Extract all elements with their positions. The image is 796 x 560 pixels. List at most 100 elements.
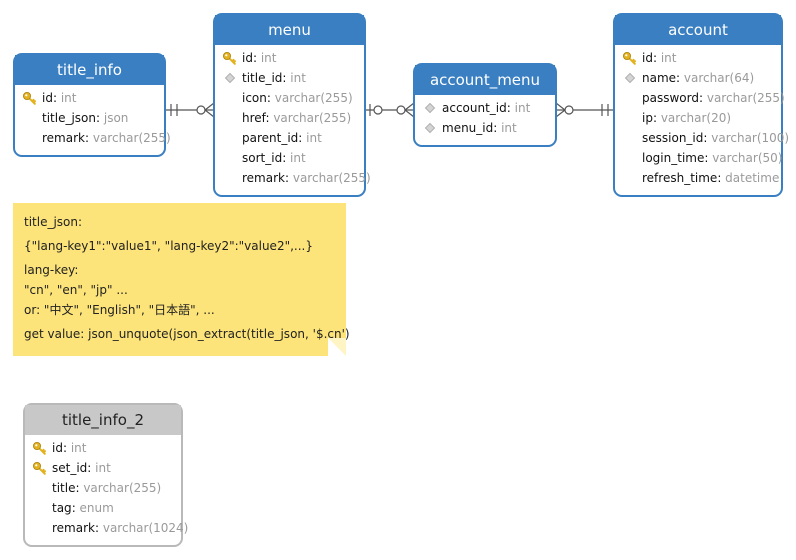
note-line: title_json: — [24, 215, 83, 229]
field-type: varchar(1024) — [102, 521, 189, 535]
field-separator: : — [52, 91, 61, 105]
key-icon — [23, 92, 36, 105]
field-type: varchar(255) — [92, 131, 171, 145]
field-name: account_id — [442, 101, 507, 115]
field-separator: : — [676, 71, 684, 85]
field-row[interactable]: account_id: int — [415, 98, 555, 118]
note-line: "cn", "en", "jp" ... — [24, 283, 128, 297]
field-row[interactable]: menu_id: int — [415, 118, 555, 138]
field-type: varchar(255) — [274, 91, 353, 105]
field-separator: : — [62, 441, 71, 455]
field-type: varchar(255) — [273, 111, 352, 125]
field-row[interactable]: id: int — [615, 48, 781, 68]
field-separator: : — [87, 461, 96, 475]
field-type: int — [95, 461, 111, 475]
field-type: int — [290, 71, 306, 85]
entity-title: title_info — [15, 55, 164, 85]
note-line: lang-key: — [24, 263, 79, 277]
field-name: parent_id — [242, 131, 299, 145]
field-name: ip — [642, 111, 653, 125]
field-row[interactable]: icon: varchar(255) — [215, 88, 364, 108]
diamond-icon — [224, 72, 236, 84]
relationship-title-info-menu — [165, 102, 215, 118]
field-row[interactable]: tag: enum — [25, 498, 181, 518]
sticky-note[interactable]: title_json: {"lang-key1":"value1", "lang… — [13, 203, 350, 356]
field-row[interactable]: remark: varchar(255) — [15, 128, 171, 148]
note-fold-corner — [328, 338, 346, 356]
field-row[interactable]: refresh_time: datetime — [615, 168, 781, 188]
field-separator: : — [284, 171, 293, 185]
field-type: int — [514, 101, 531, 115]
diamond-icon — [624, 72, 636, 84]
field-name: set_id — [52, 461, 88, 475]
field-name: remark — [242, 171, 285, 185]
field-type: int — [290, 151, 306, 165]
field-type: varchar(255) — [706, 91, 785, 105]
field-type: json — [103, 111, 129, 125]
field-type: enum — [79, 501, 114, 515]
field-name: title_id — [242, 71, 283, 85]
field-row[interactable]: id: int — [15, 88, 164, 108]
diamond-icon — [424, 122, 436, 134]
field-row[interactable]: remark: varchar(255) — [215, 168, 371, 188]
field-row[interactable]: login_time: varchar(50) — [615, 148, 782, 168]
key-icon — [33, 462, 46, 475]
field-separator: : — [84, 131, 93, 145]
note-line: or: "中文", "English", "日本語", ... — [24, 303, 215, 317]
field-row[interactable]: parent_id: int — [215, 128, 364, 148]
field-separator: : — [704, 151, 713, 165]
field-name: menu_id — [442, 121, 494, 135]
field-separator: : — [652, 111, 661, 125]
field-row[interactable]: remark: varchar(1024) — [25, 518, 188, 538]
field-separator: : — [71, 501, 80, 515]
field-row[interactable]: title_json: json — [15, 108, 164, 128]
field-name: login_time — [642, 151, 705, 165]
field-type: int — [60, 91, 77, 105]
field-name: remark — [52, 521, 95, 535]
entity-title: account_menu — [415, 65, 555, 95]
field-type: datetime — [725, 171, 780, 185]
field-row[interactable]: title: varchar(255) — [25, 478, 181, 498]
field-row[interactable]: set_id: int — [25, 458, 181, 478]
field-row[interactable]: id: int — [25, 438, 181, 458]
field-row[interactable]: sort_id: int — [215, 148, 364, 168]
key-icon — [623, 52, 636, 65]
field-type: int — [260, 51, 277, 65]
field-name: title_json — [42, 111, 96, 125]
diamond-icon — [424, 102, 436, 114]
field-row[interactable]: ip: varchar(20) — [615, 108, 781, 128]
field-row[interactable]: id: int — [215, 48, 364, 68]
field-separator: : — [298, 131, 307, 145]
field-type: int — [501, 121, 517, 135]
key-icon — [223, 52, 236, 65]
field-type: int — [660, 51, 677, 65]
key-icon — [33, 442, 46, 455]
field-separator: : — [703, 131, 712, 145]
field-name: id — [642, 51, 653, 65]
field-row[interactable]: password: varchar(255) — [615, 88, 785, 108]
field-name: href — [242, 111, 266, 125]
field-type: varchar(64) — [683, 71, 755, 85]
field-row[interactable]: title_id: int — [215, 68, 364, 88]
field-name: id — [52, 441, 63, 455]
field-name: session_id — [642, 131, 704, 145]
field-row[interactable]: href: varchar(255) — [215, 108, 364, 128]
field-name: name — [642, 71, 677, 85]
field-type: varchar(20) — [660, 111, 732, 125]
note-line: {"lang-key1":"value1", "lang-key2":"valu… — [24, 239, 313, 253]
field-separator: : — [698, 91, 707, 105]
field-separator: : — [652, 51, 661, 65]
field-type: int — [306, 131, 322, 145]
field-row[interactable]: name: varchar(64) — [615, 68, 781, 88]
field-row[interactable]: session_id: varchar(100) — [615, 128, 789, 148]
entity-title: title_info_2 — [25, 405, 181, 435]
